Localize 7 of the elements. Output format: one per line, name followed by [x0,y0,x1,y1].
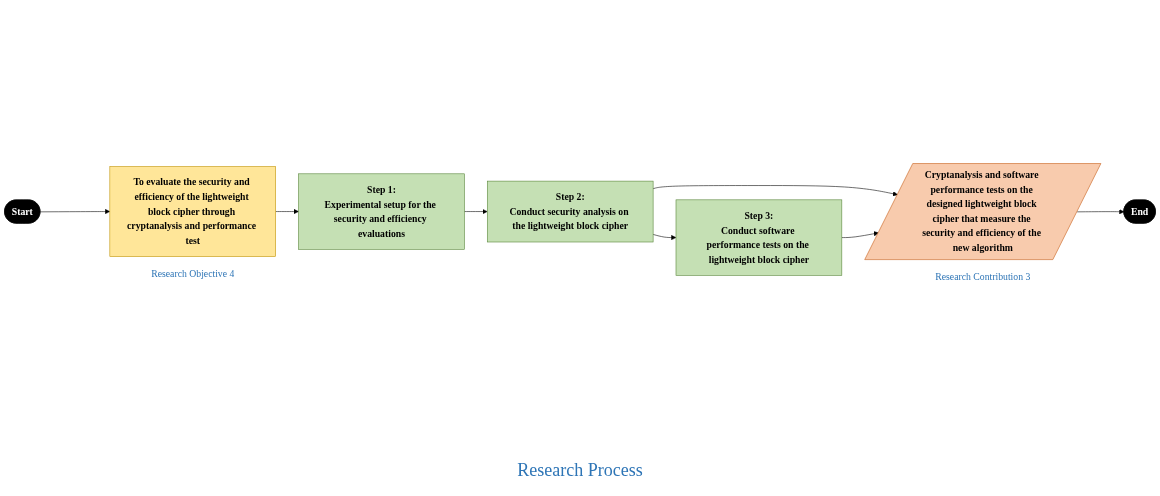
caption-label: Research Process [517,460,643,481]
node-box: Step 3: Conduct software performance tests on the lightweight block cipher [675,199,843,276]
node-box: Step 2: Conduct security analysis on the lightweight block cipher [487,180,654,243]
node-box: To evaluate the security and efficiency of the lightweight block cipher through cryptanalysis and performance test [109,166,276,257]
node-label: Research Objective 4 [151,268,235,279]
node-box: Step 1: Experimental setup for the security and efficiency evaluations [298,173,465,250]
node-label: Research Contribution 3 [935,271,1031,282]
